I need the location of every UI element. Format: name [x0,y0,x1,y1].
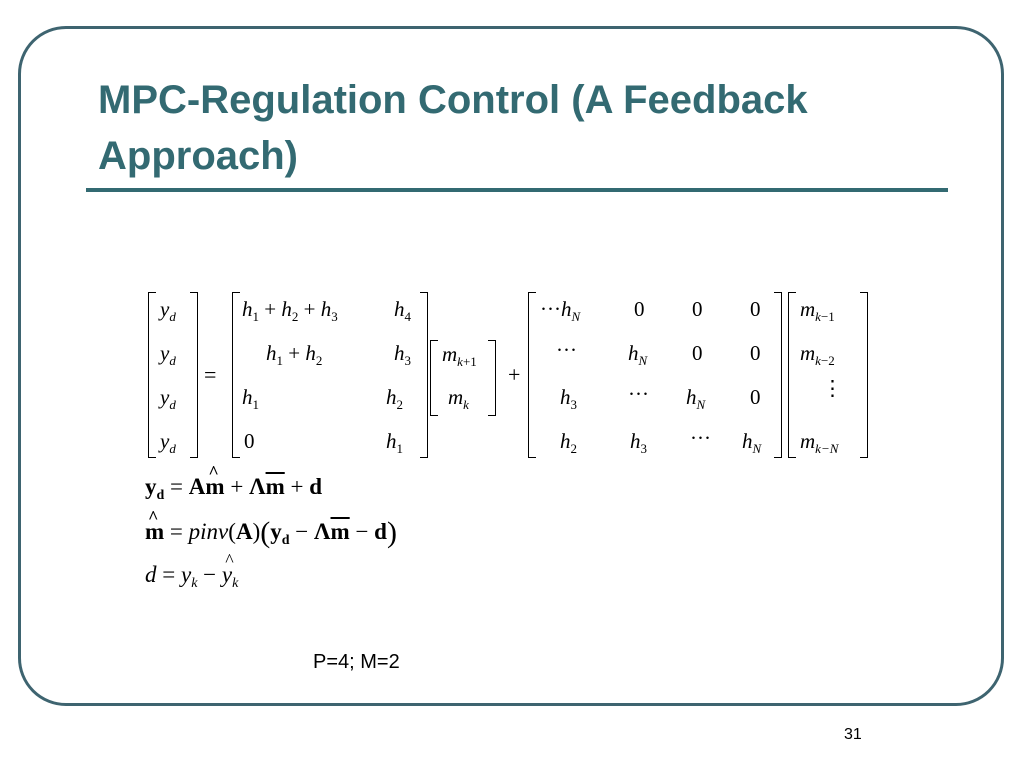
yd-row-4: yd [160,429,176,456]
b-cell-4-2: h3 [630,429,647,456]
m-past-row-1: mk−1 [800,297,835,324]
b-cell-4-1: h2 [560,429,577,456]
b-cell-3-3: hN [686,385,706,412]
equation-3: d = yk − yk [145,550,238,592]
b-cell-2-1: ··· [556,338,577,362]
a-cell-3-2: h2 [386,385,403,412]
b-matrix-left-bracket [528,292,536,458]
m-past-row-4: mk−N [800,429,839,456]
equals-sign: = [204,362,217,387]
slide-frame [18,26,1004,706]
a-cell-3-1: h1 [242,385,259,412]
b-cell-3-2: ··· [628,382,649,406]
yd-row-1: yd [160,297,176,324]
b-cell-1-1: ···hN [540,297,581,324]
yd-row-3: yd [160,385,176,412]
a-matrix-right-bracket [420,292,428,458]
b-cell-2-4: 0 [750,341,761,365]
b-cell-3-1: h3 [560,385,577,412]
b-cell-1-4: 0 [750,297,761,321]
b-matrix-right-bracket [774,292,782,458]
m-past-vdots: ⋮ [822,376,843,400]
equation-1: yd = Am + Λm + d [145,462,322,504]
a-cell-1-2: h4 [394,297,411,324]
page-number: 31 [844,726,862,743]
b-cell-4-3: ··· [690,426,711,450]
b-cell-1-3: 0 [692,297,703,321]
plus-sign: + [508,362,521,387]
m-past-left-bracket [788,292,796,458]
b-cell-4-4: hN [742,429,762,456]
horizon-note: P=4; M=2 [313,651,400,673]
m-future-row-2: mk [448,385,469,412]
b-cell-1-2: 0 [634,297,645,321]
m-future-right-bracket [488,340,496,416]
a-cell-1-1: h1 + h2 + h3 [242,297,338,324]
yd-row-2: yd [160,341,176,368]
m-future-row-1: mk+1 [442,342,477,369]
a-cell-2-1: h1 + h2 [266,341,323,368]
equation-2: m = pinv(A)(yd − Λm − d) [145,507,397,550]
a-cell-4-2: h1 [386,429,403,456]
m-past-row-2: mk−2 [800,341,835,368]
b-cell-2-3: 0 [692,341,703,365]
a-cell-4-1: 0 [244,429,255,453]
yd-right-bracket [190,292,198,458]
m-future-left-bracket [430,340,438,416]
title-underline [86,188,948,192]
a-cell-2-2: h3 [394,341,411,368]
a-matrix-left-bracket [232,292,240,458]
b-cell-2-2: hN [628,341,648,368]
yd-left-bracket [148,292,156,458]
b-cell-3-4: 0 [750,385,761,409]
slide-title: MPC-Regulation Control (A Feedback Appro… [98,78,808,178]
m-past-right-bracket [860,292,868,458]
